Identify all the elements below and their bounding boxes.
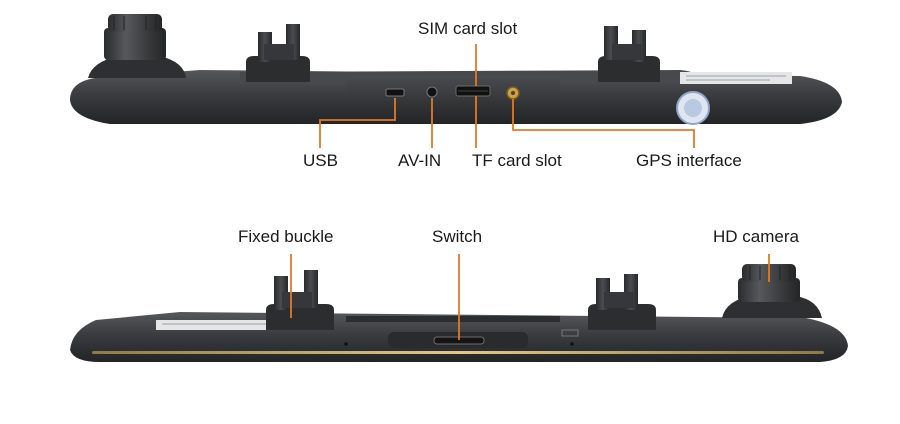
bottom-bracket-clip-right (588, 274, 656, 330)
label-gps-interface: GPS interface (636, 151, 742, 170)
label-av-in: AV-IN (398, 151, 442, 170)
top-callouts (319, 44, 695, 148)
gps-callout-line (512, 99, 695, 148)
label-fixed-buckle: Fixed buckle (238, 227, 334, 246)
hd-camera (722, 264, 822, 318)
bottom-device-sticker (156, 320, 272, 330)
port-panel (346, 76, 560, 110)
top-bracket-clip-left (246, 24, 310, 82)
top-bracket-clip-right (598, 26, 660, 82)
label-switch: Switch (432, 227, 483, 246)
usb-port (385, 88, 405, 97)
top-device-sticker (676, 72, 792, 125)
label-usb: USB (303, 151, 338, 170)
gold-trim (92, 351, 824, 354)
usb-callout-line (319, 98, 396, 148)
label-sim-card-slot: SIM card slot (418, 19, 518, 38)
vent-grille (346, 316, 560, 322)
av-in-jack (426, 86, 438, 98)
top-device (70, 14, 842, 125)
bottom-callouts (290, 254, 770, 340)
bottom-bracket-clip-left (266, 270, 334, 330)
rear-camera (88, 14, 186, 78)
label-hd-camera: HD camera (713, 227, 799, 246)
label-tf-card-slot: TF card slot (472, 151, 562, 170)
